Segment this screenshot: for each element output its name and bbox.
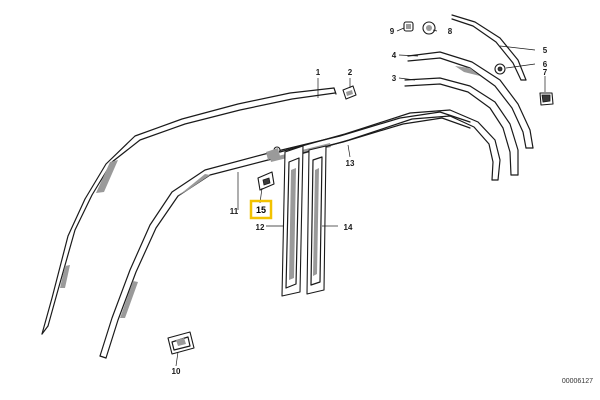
callout-3: 3 (392, 74, 397, 83)
roof-drip-rail-5[interactable] (451, 14, 527, 81)
callout-15-highlight-box (249, 199, 273, 220)
callout-12: 12 (256, 223, 265, 232)
leader-lines (175, 27, 546, 367)
roof-trim-strip-middle[interactable] (279, 109, 501, 181)
callout-14: 14 (344, 223, 353, 232)
end-cap-2[interactable] (342, 85, 357, 100)
callout-labels: 1 2 3 4 5 6 7 8 9 10 11 12 13 14 15 (172, 27, 548, 376)
callout-13: 13 (346, 159, 355, 168)
diagram-reference-number: 00006127 (562, 378, 593, 385)
callout-8: 8 (448, 27, 453, 36)
roof-trim-strip-outer[interactable] (41, 87, 337, 335)
callout-7: 7 (543, 68, 548, 77)
callout-9: 9 (390, 27, 395, 36)
bolt-clip-6[interactable] (494, 63, 506, 75)
pillar-trim-12[interactable] (281, 145, 304, 297)
roof-frame-rail-4[interactable] (407, 51, 534, 149)
callout-6: 6 (543, 60, 548, 69)
callout-11: 11 (230, 207, 239, 216)
callout-1: 1 (316, 68, 321, 77)
clamp-clip-10[interactable] (167, 331, 195, 355)
retaining-clip-7[interactable] (539, 92, 554, 106)
callout-5: 5 (543, 46, 548, 55)
callout-2: 2 (348, 68, 353, 77)
nut-9[interactable] (403, 21, 414, 32)
clip-15[interactable] (257, 146, 281, 191)
roof-frame-rail-3[interactable] (404, 77, 519, 176)
callout-10: 10 (172, 367, 181, 376)
pillar-trim-14[interactable] (306, 145, 327, 295)
callout-4: 4 (392, 51, 397, 60)
clip-8[interactable] (422, 21, 436, 35)
callout-15: 15 (256, 205, 266, 215)
